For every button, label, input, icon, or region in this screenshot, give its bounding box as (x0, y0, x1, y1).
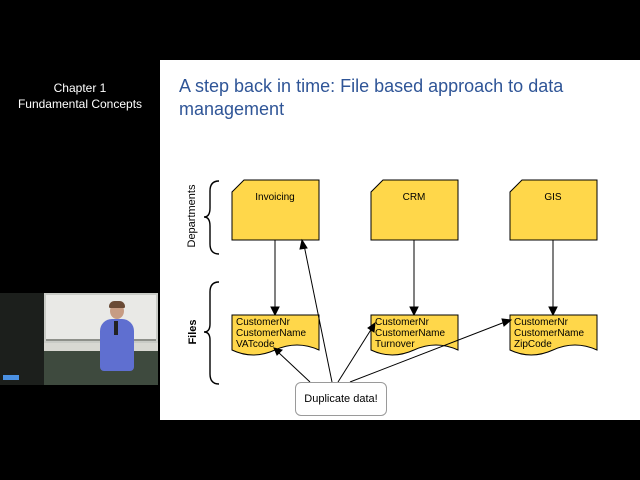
callout-arrow-2 (303, 244, 333, 383)
microphone-icon (114, 321, 118, 335)
dept-card-invoicing (231, 179, 320, 241)
chapter-title: Fundamental Concepts (17, 97, 143, 111)
diagram (203, 179, 598, 385)
files-brace (203, 281, 220, 385)
dept-card-crm (370, 179, 459, 241)
video-badge-icon (3, 375, 19, 380)
presenter-hair (109, 301, 125, 308)
callout-arrow-1 (277, 351, 311, 383)
callout-arrow-4 (349, 321, 506, 383)
slide: A step back in time: File based approach… (160, 60, 640, 420)
duplicate-data-callout: Duplicate data! (295, 382, 387, 416)
departments-axis-label: Departments (186, 184, 198, 248)
file-field: CustomerName (514, 328, 585, 339)
dept-label-crm: CRM (402, 192, 426, 203)
files-axis-label: Files (187, 319, 199, 345)
file-field: ZipCode (514, 339, 552, 350)
file-field: CustomerNr (236, 317, 290, 328)
file-fields-crm: CustomerNr CustomerName Turnover (375, 317, 445, 350)
file-shape-crm (370, 314, 459, 356)
departments-brace (203, 180, 220, 255)
chapter-caption: Chapter 1 Fundamental Concepts (0, 80, 160, 112)
file-field: CustomerNr (514, 317, 568, 328)
file-fields-gis: CustomerNr CustomerName ZipCode (514, 317, 584, 350)
dept-label-gis: GIS (544, 192, 562, 203)
slide-title: A step back in time: File based approach… (179, 76, 564, 119)
file-field: Turnover (375, 339, 415, 350)
file-field: CustomerName (236, 328, 307, 339)
presenter-video (0, 293, 158, 385)
file-field: VATcode (236, 339, 275, 350)
file-fields-invoicing: CustomerNr CustomerName VATcode (236, 317, 306, 350)
chapter-number: Chapter 1 (53, 81, 107, 95)
dept-label-invoicing: Invoicing (255, 192, 295, 203)
file-field: CustomerNr (375, 317, 429, 328)
callout-arrow-3 (337, 327, 373, 383)
dept-card-gis (509, 179, 598, 241)
file-shape-gis (509, 314, 598, 356)
file-field: CustomerName (375, 328, 446, 339)
